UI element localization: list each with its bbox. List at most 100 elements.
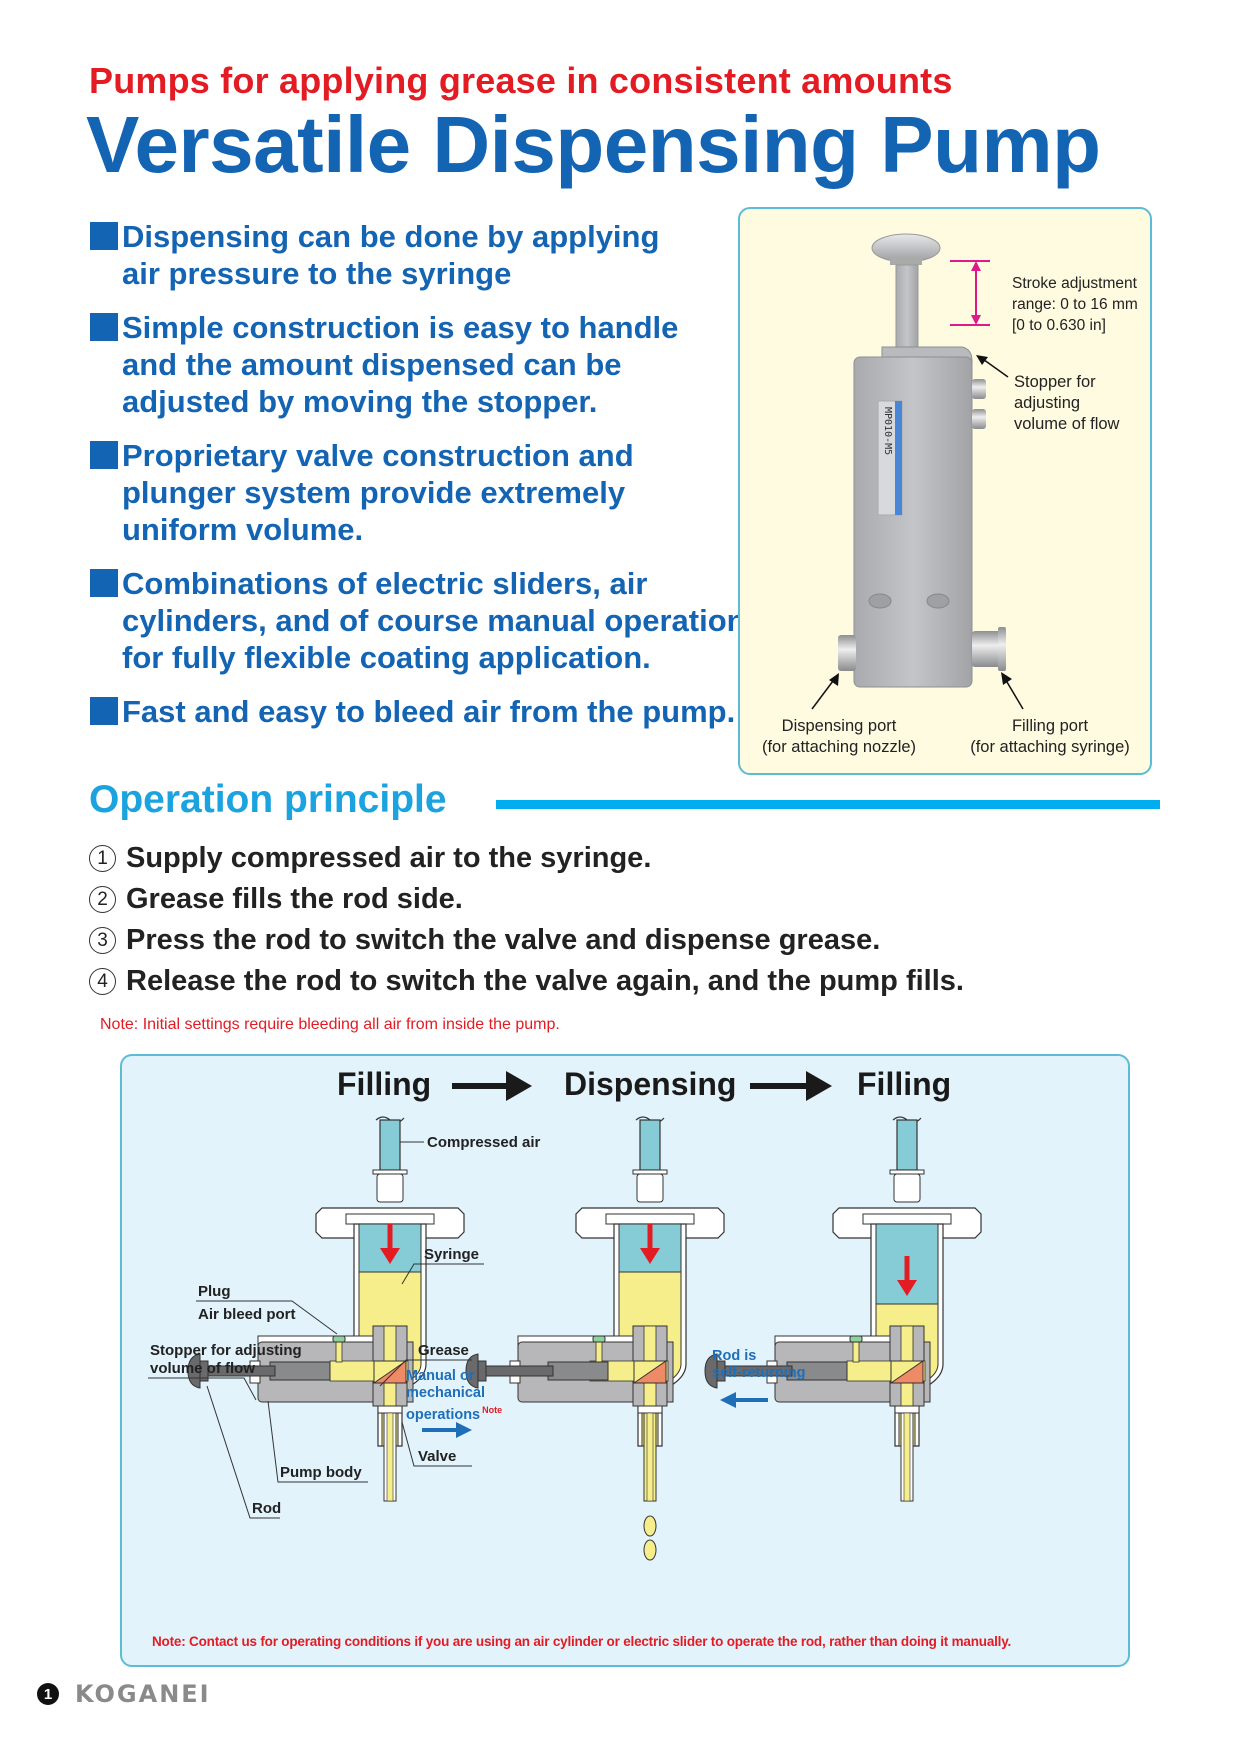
pointer-dispensing-port: [811, 676, 837, 710]
pump-body: [853, 356, 973, 688]
feature-line: plunger system provide extremely: [122, 475, 626, 510]
section-heading: Operation principle: [89, 778, 447, 821]
unit-2-rod-collar: [477, 1360, 487, 1382]
unit-2-fitting-ring: [632, 1169, 668, 1175]
page-number-badge: 1: [37, 1683, 59, 1705]
bleed-note: Note: Initial settings require bleeding …: [100, 1016, 560, 1033]
unit-2-drop-1: [643, 1515, 657, 1537]
feature-line: Simple construction is easy to handle: [122, 310, 679, 345]
dispensing-port-shape: [838, 635, 856, 671]
circled-number: 2: [89, 886, 116, 913]
feature-line: air pressure to the syringe: [122, 256, 512, 291]
brand-logo: KOGANEI: [75, 1680, 211, 1708]
unit-1-nozzle-bore: [386, 1412, 394, 1502]
label-grease: Grease: [418, 1342, 469, 1359]
phase-label-filling-2: Filling: [857, 1066, 952, 1102]
label-stopper: Stopper for adjusting volume of flow: [150, 1342, 302, 1377]
label-air-bleed-port: Air bleed port: [198, 1306, 296, 1323]
circled-number: 1: [89, 845, 116, 872]
unit-2-air-hose: [639, 1119, 661, 1171]
feature-item: Simple construction is easy to handle an…: [90, 309, 730, 420]
leader-syringe: [401, 1263, 484, 1285]
unit-3-nozzle-nut: [894, 1405, 920, 1414]
circled-number: 3: [89, 927, 116, 954]
dispensing-port-label: Dispensing port (for attaching nozzle): [761, 717, 917, 756]
feature-list: Dispensing can be done by applying air p…: [90, 218, 746, 747]
unit-3-bleed-channel: [852, 1339, 860, 1363]
dimension-arrow-head-up: [971, 261, 981, 271]
unit-3-rod-knob: [704, 1353, 718, 1389]
unit-2-fitting: [636, 1173, 664, 1203]
label-valve: Valve: [418, 1448, 457, 1465]
knob-neck: [890, 257, 922, 265]
unit-3-rod-collar: [716, 1360, 726, 1382]
leader-plug: [196, 1300, 338, 1335]
mount-hole: [868, 593, 892, 609]
unit-1-air-hose: [379, 1119, 401, 1171]
unit-3-fitting-ring: [889, 1169, 925, 1175]
leader-grease: [379, 1359, 472, 1387]
side-screw: [972, 409, 986, 429]
unit-2-nozzle-bore: [646, 1412, 654, 1502]
feature-line: and the amount dispensed can be: [122, 347, 622, 382]
feature-line: Proprietary valve construction and: [122, 438, 634, 473]
leader-rod: [206, 1385, 280, 1519]
feature-line: for fully flexible coating application.: [122, 640, 651, 675]
filling-port-label: Filling port (for attaching syringe): [970, 717, 1130, 756]
return-arrow-head: [720, 1392, 736, 1408]
feature-line: Combinations of electric sliders, air: [122, 566, 648, 601]
feature-item: Combinations of electric sliders, air cy…: [90, 565, 746, 676]
feature-item: Dispensing can be done by applying air p…: [90, 218, 730, 292]
bullet-square-icon: [90, 313, 118, 341]
feature-line: Fast and easy to bleed air from the pump…: [122, 694, 736, 729]
phase-label-filling-1: Filling: [337, 1066, 432, 1102]
feature-line: Dispensing can be done by applying: [122, 219, 660, 254]
feature-line: cylinders, and of course manual operatio…: [122, 603, 746, 638]
label-rod-self-returning: Rod is self-returning: [712, 1348, 806, 1381]
unit-2-rod-knob: [465, 1353, 479, 1389]
label-syringe: Syringe: [424, 1246, 480, 1263]
page-subtitle: Pumps for applying grease in consistent …: [89, 60, 953, 101]
unit-1-nozzle-nut: [377, 1405, 403, 1414]
pump-product-illustration: MP010-M5: [811, 233, 1024, 710]
unit-3-valve: [889, 1360, 924, 1384]
label-pump-body: Pump body: [280, 1464, 362, 1481]
filling-port-shape: [972, 631, 1002, 667]
model-label-stripe: [895, 401, 902, 515]
step-text: Press the rod to switch the valve and di…: [126, 924, 881, 956]
unit-2-pressure-arrow-head: [640, 1248, 660, 1264]
phase-arrow-1-head: [506, 1071, 532, 1101]
unit-3-air-hose: [896, 1119, 918, 1171]
operation-diagram: Filling Dispensing Filling Compressed ai…: [120, 1054, 1130, 1667]
bullet-square-icon: [90, 441, 118, 469]
stopper-label: Stopper for adjusting volume of flow: [1014, 373, 1120, 433]
step-item: 4 Release the rod to switch the valve aga…: [89, 961, 964, 1002]
unit-3-adapter: [862, 1213, 952, 1225]
pointer-dispensing-port-head: [829, 673, 839, 686]
phase-arrow-2-head: [806, 1071, 832, 1101]
unit-2-plunger: [547, 1361, 609, 1381]
leader-stopper: [148, 1377, 257, 1401]
unit-3-nozzle-bore: [903, 1412, 911, 1502]
unit-2-plug: [592, 1335, 606, 1343]
pump-cross-section-diagrams: [148, 1071, 982, 1561]
operation-steps: 1 Supply compressed air to the syringe. 2…: [89, 838, 964, 1002]
circled-number: 4: [89, 968, 116, 995]
feature-line: adjusted by moving the stopper.: [122, 384, 598, 419]
pointer-filling-port-head: [1001, 672, 1012, 685]
unit-1-fitting-ring: [372, 1169, 408, 1175]
step-text: Release the rod to switch the valve agai…: [126, 965, 964, 997]
step-text: Supply compressed air to the syringe.: [126, 842, 652, 874]
unit-2-nozzle-nut: [637, 1405, 663, 1414]
page-title: Versatile Dispensing Pump: [86, 100, 1101, 189]
stroke-range-label: Stroke adjustment range: 0 to 16 mm [0 t…: [1012, 275, 1138, 334]
product-photo-panel: MP010-M5 Stroke adjustment range: 0 to 1…: [738, 207, 1152, 775]
feature-item: Fast and easy to bleed air from the pump…: [90, 693, 736, 730]
feature-line: uniform volume.: [122, 512, 364, 547]
note-superscript: Note: [482, 1405, 503, 1415]
unit-1-rod-knob: [187, 1353, 201, 1389]
operating-conditions-note: Note: Contact us for operating condition…: [152, 1634, 1012, 1649]
manual-arrow-head: [456, 1422, 472, 1438]
